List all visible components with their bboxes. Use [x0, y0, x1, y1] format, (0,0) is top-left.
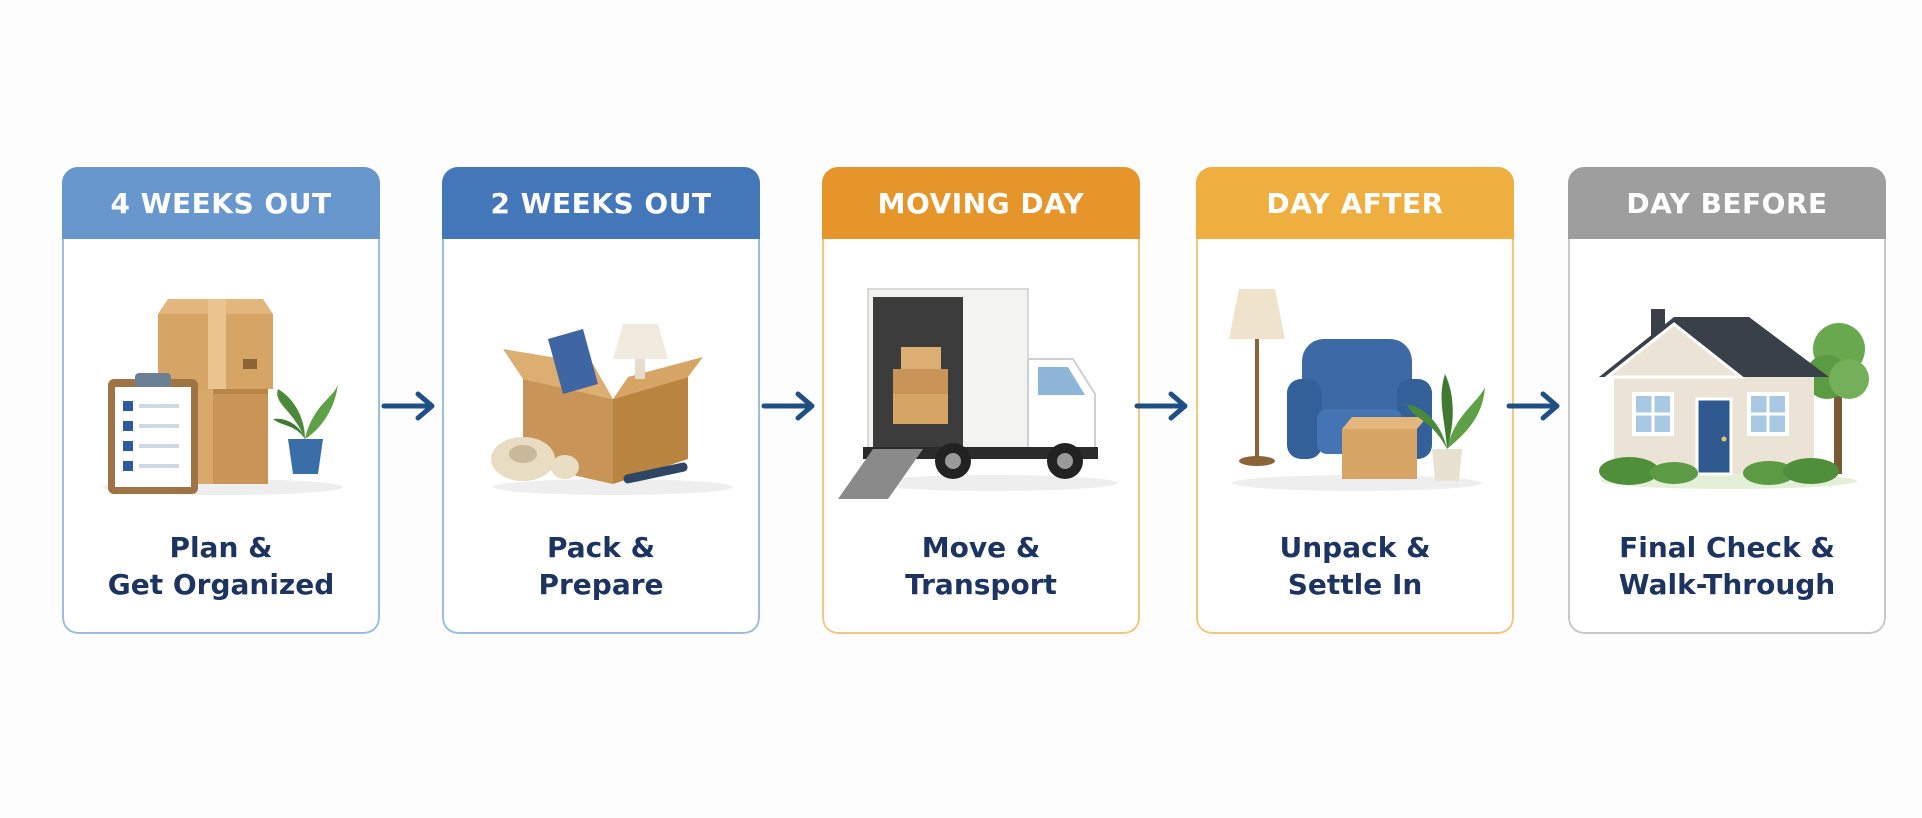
armchair-lamp-icon	[1229, 289, 1485, 491]
stage-body: Final Check & Walk-Through	[1568, 239, 1886, 634]
stage-title: Move & Transport	[824, 529, 1138, 603]
stage-title-line2: Prepare	[538, 568, 664, 601]
stage-title-line2: Get Organized	[107, 568, 335, 601]
stage-title-line2: Walk-Through	[1618, 568, 1836, 601]
stage-title: Final Check & Walk-Through	[1570, 529, 1884, 603]
stage-label: DAY AFTER	[1266, 186, 1444, 220]
stage-header: DAY AFTER	[1196, 167, 1514, 239]
stage-title-line1: Plan &	[169, 531, 273, 564]
stage-header: 2 WEEKS OUT	[442, 167, 760, 239]
stage-card-day-after: DAY AFTER Unpack & Settle In	[1196, 167, 1514, 634]
stage-header: DAY BEFORE	[1568, 167, 1886, 239]
stage-title-line1: Move &	[921, 531, 1041, 564]
moving-truck-icon	[838, 288, 1118, 499]
stage-title: Pack & Prepare	[444, 529, 758, 603]
stage-card-4-weeks-out: 4 WEEKS OUT	[62, 167, 380, 634]
stage-card-day-before: DAY BEFORE	[1568, 167, 1886, 634]
stage-title-line2: Transport	[905, 568, 1057, 601]
stage-label: DAY BEFORE	[1626, 186, 1828, 220]
arrow-right-icon	[1506, 391, 1560, 421]
stage-title: Unpack & Settle In	[1198, 529, 1512, 603]
stage-body: Move & Transport	[822, 239, 1140, 634]
stage-body: Pack & Prepare	[442, 239, 760, 634]
arrow-right-icon	[381, 391, 435, 421]
stage-title-line1: Pack &	[546, 531, 656, 564]
stage-card-moving-day: MOVING DAY Move & Transport	[822, 167, 1140, 634]
house-icon	[1599, 309, 1869, 489]
stage-label: 2 WEEKS OUT	[490, 186, 712, 220]
arrow-right-icon	[1134, 391, 1188, 421]
stage-card-2-weeks-out: 2 WEEKS OUT Pack & Prepare	[442, 167, 760, 634]
stage-title-line1: Final Check &	[1619, 531, 1835, 564]
clipboard-boxes-icon	[103, 299, 343, 495]
packing-box-icon	[491, 324, 733, 495]
arrow-right-icon	[761, 391, 815, 421]
stage-title-line2: Settle In	[1287, 568, 1423, 601]
stage-title: Plan & Get Organized	[64, 529, 378, 603]
stage-header: 4 WEEKS OUT	[62, 167, 380, 239]
stage-label: 4 WEEKS OUT	[110, 186, 332, 220]
stage-title-line1: Unpack &	[1279, 531, 1431, 564]
stage-body: Plan & Get Organized	[62, 239, 380, 634]
stage-header: MOVING DAY	[822, 167, 1140, 239]
stage-label: MOVING DAY	[877, 186, 1085, 220]
stage-body: Unpack & Settle In	[1196, 239, 1514, 634]
